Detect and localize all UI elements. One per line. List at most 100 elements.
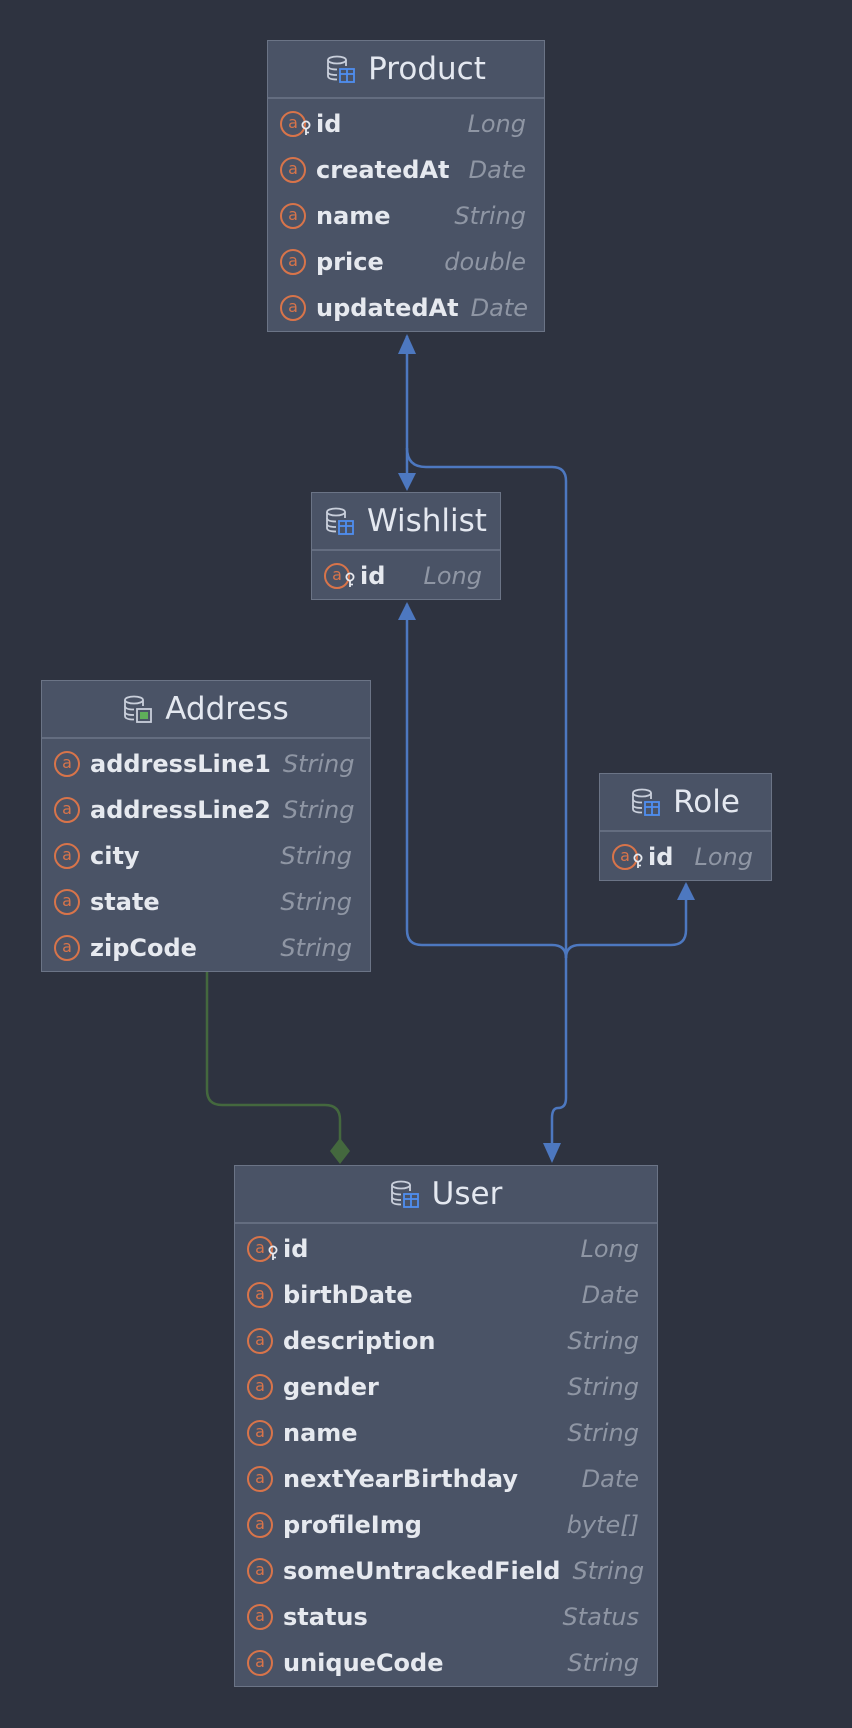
attribute-icon: a <box>280 203 306 229</box>
attribute-type: Date <box>581 1465 639 1493</box>
attribute-name: state <box>90 888 160 916</box>
primary-key-attribute-icon: a <box>247 1236 278 1262</box>
attribute-type: Date <box>470 294 528 322</box>
database-table-icon <box>325 506 355 536</box>
entity-header: Product <box>268 41 544 99</box>
attribute-name: id <box>283 1235 309 1263</box>
attribute-type: Long <box>467 110 527 138</box>
attribute-type: Status <box>562 1603 639 1631</box>
key-icon <box>300 120 312 141</box>
arrowhead-wishlist-bottom <box>398 602 416 620</box>
database-table-icon <box>631 787 661 817</box>
key-icon <box>344 572 356 593</box>
attribute-name: name <box>316 202 391 230</box>
arrowhead-user <box>543 1143 561 1163</box>
attribute-name: updatedAt <box>316 294 459 322</box>
attribute-name: name <box>283 1419 358 1447</box>
attribute-name: price <box>316 248 384 276</box>
attribute-name: id <box>360 562 386 590</box>
attribute-icon: a <box>54 797 80 823</box>
entity-title: Role <box>673 784 740 820</box>
key-icon <box>267 1245 279 1266</box>
arrowhead-role <box>677 882 695 900</box>
database-table-icon <box>390 1179 420 1209</box>
attribute-row[interactable]: a addressLine1 String <box>42 741 370 787</box>
attribute-name: id <box>316 110 342 138</box>
attribute-type: Long <box>423 562 483 590</box>
attribute-icon: a <box>247 1328 273 1354</box>
attribute-icon: a <box>280 295 306 321</box>
attribute-icon: a <box>247 1466 273 1492</box>
attribute-name: createdAt <box>316 156 450 184</box>
primary-key-attribute-icon: a <box>612 844 643 870</box>
attribute-row[interactable]: a updatedAt Date <box>268 285 544 331</box>
attribute-type: String <box>282 796 355 824</box>
attribute-name: status <box>283 1603 368 1631</box>
attribute-name: birthDate <box>283 1281 413 1309</box>
arrowhead-wishlist-top <box>398 473 416 491</box>
attribute-icon: a <box>54 751 80 777</box>
attribute-name: description <box>283 1327 436 1355</box>
attribute-type: String <box>282 750 355 778</box>
attribute-name: someUntrackedField <box>283 1557 561 1585</box>
attribute-type: String <box>567 1419 639 1447</box>
attribute-name: gender <box>283 1373 379 1401</box>
entity-header: Address <box>42 681 370 739</box>
composition-diamond <box>330 1138 350 1164</box>
attribute-name: addressLine1 <box>90 750 271 778</box>
attribute-type: double <box>444 248 526 276</box>
edge-wishlist-user[interactable] <box>405 604 568 959</box>
attribute-name: city <box>90 842 140 870</box>
entity-title: Product <box>368 51 486 87</box>
entity-title: Address <box>165 691 289 727</box>
attribute-type: String <box>280 888 352 916</box>
key-icon <box>632 853 644 874</box>
attribute-name: nextYearBirthday <box>283 1465 518 1493</box>
attribute-icon: a <box>54 935 80 961</box>
attribute-name: profileImg <box>283 1511 422 1539</box>
attribute-row[interactable]: a nextYearBirthday Date <box>235 1456 657 1502</box>
edge-product-user[interactable] <box>405 447 568 1158</box>
edge-address-user[interactable] <box>205 971 342 1140</box>
edge-role-user[interactable] <box>564 884 688 959</box>
attribute-type: String <box>567 1373 639 1401</box>
entity-title: Wishlist <box>367 503 487 539</box>
attribute-icon: a <box>54 843 80 869</box>
attribute-type: Date <box>581 1281 639 1309</box>
embeddable-icon <box>123 694 153 724</box>
attribute-icon: a <box>247 1374 273 1400</box>
attribute-icon: a <box>54 889 80 915</box>
attribute-type: Long <box>580 1235 640 1263</box>
primary-key-attribute-icon: a <box>324 563 355 589</box>
attribute-icon: a <box>247 1650 273 1676</box>
